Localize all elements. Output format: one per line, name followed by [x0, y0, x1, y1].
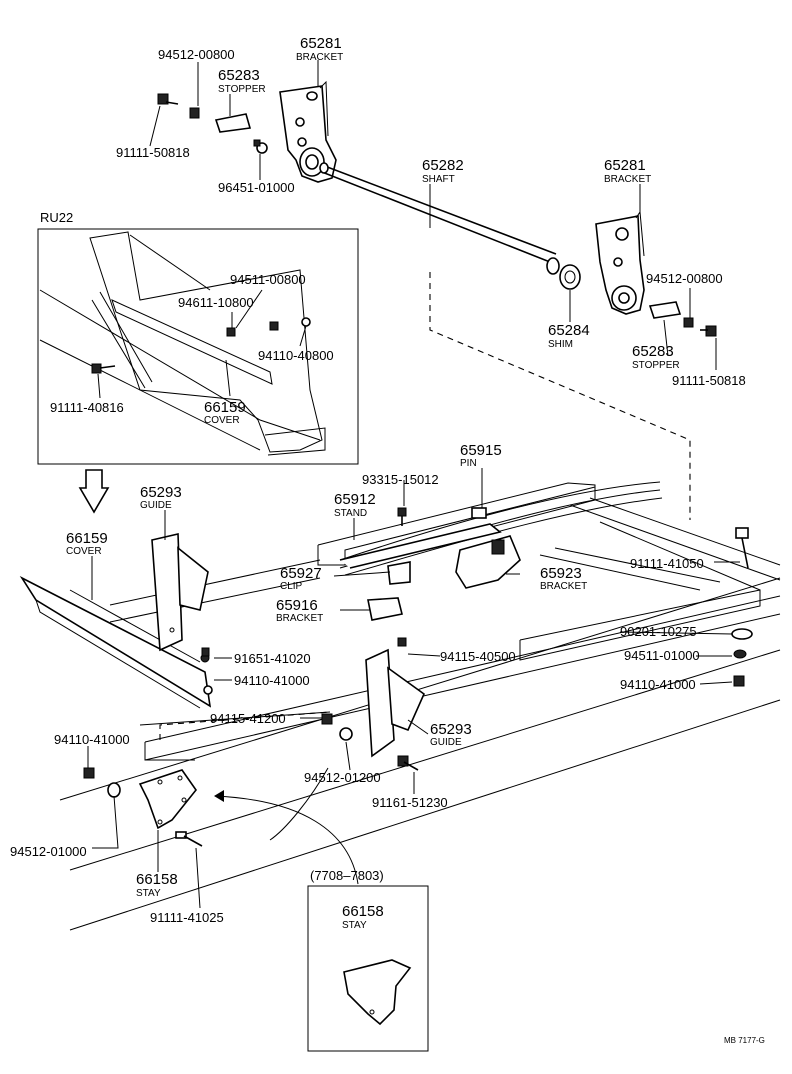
- name-shim: SHIM: [548, 339, 573, 350]
- name-cover-inset: COVER: [204, 415, 240, 426]
- shaft: [319, 162, 581, 290]
- label-94611-10800: 94611-10800: [178, 295, 254, 310]
- label-65923: 65923: [540, 565, 582, 582]
- label-94511-00800: 94511-00800: [230, 272, 306, 287]
- footer-code: MB 7177-G: [724, 1036, 765, 1045]
- bracket-right-assembly: [595, 210, 717, 337]
- label-94512-00800-b: 94512-00800: [646, 271, 723, 286]
- label-91111-41050: 91111-41050: [630, 556, 704, 571]
- leader-lines: [87, 60, 740, 909]
- cover-66159: [19, 575, 212, 709]
- name-clip: CLIP: [280, 581, 303, 592]
- label-65293-b: 65293: [430, 721, 472, 738]
- name-pin: PIN: [460, 458, 477, 469]
- name-stay-a: STAY: [136, 888, 161, 899]
- label-94512-00800-a: 94512-00800: [158, 47, 235, 62]
- stay-66158: [83, 767, 203, 847]
- label-91161-51230: 91161-51230: [372, 795, 448, 810]
- down-arrow-icon: [78, 469, 110, 514]
- name-bracket-d: BRACKET: [276, 613, 323, 624]
- label-94110-40800: 94110-40800: [258, 348, 334, 363]
- name-cover: COVER: [66, 546, 102, 557]
- label-66158-a: 66158: [136, 871, 178, 888]
- label-91111-41025: 91111-41025: [150, 910, 224, 925]
- label-94110-41000-b: 94110-41000: [620, 677, 696, 692]
- inset-ru22-labels: RU22 94511-00800 94611-10800 94110-40800…: [40, 210, 334, 426]
- name-guide-b: GUIDE: [430, 737, 462, 748]
- label-93315-15012: 93315-15012: [362, 472, 439, 487]
- name-stopper-a: STOPPER: [218, 84, 266, 95]
- label-65927: 65927: [280, 565, 322, 582]
- inset-stay-title: (7708–7803): [310, 868, 384, 883]
- name-stand: STAND: [334, 508, 367, 519]
- label-91111-50818-a: 91111-50818: [116, 145, 190, 160]
- label-94512-01200: 94512-01200: [304, 770, 381, 785]
- label-94511-01000: 94511-01000: [624, 648, 700, 663]
- label-91111-40816: 91111-40816: [50, 400, 124, 415]
- chassis-frame: [59, 272, 781, 931]
- label-94512-01000: 94512-01000: [10, 844, 87, 859]
- label-65281-a: 65281: [300, 35, 342, 52]
- label-65915: 65915: [460, 442, 502, 459]
- name-stopper-b: STOPPER: [632, 360, 680, 371]
- name-stay-b: STAY: [342, 920, 367, 931]
- label-65283-a: 65283: [218, 67, 260, 84]
- label-66159: 66159: [66, 530, 108, 547]
- label-65912: 65912: [334, 491, 376, 508]
- label-94110-41000-a: 94110-41000: [234, 673, 310, 688]
- label-91651-41020: 91651-41020: [234, 651, 311, 666]
- bracket-left-assembly: [157, 80, 337, 183]
- label-91111-50818-b: 91111-50818: [672, 373, 746, 388]
- label-90201-10275: 90201-10275: [620, 624, 697, 639]
- center-parts: [339, 507, 753, 687]
- label-66158-b: 66158: [342, 903, 384, 920]
- arrowhead-icon: [214, 790, 224, 802]
- curved-arrow-icon: [214, 795, 359, 885]
- label-65281-b: 65281: [604, 157, 646, 174]
- name-shaft: SHAFT: [422, 174, 455, 185]
- inset-stay-labels: (7708–7803) 66158 STAY: [310, 868, 384, 931]
- name-bracket-c: BRACKET: [540, 581, 587, 592]
- label-65916: 65916: [276, 597, 318, 614]
- inset-ru22-title: RU22: [40, 210, 73, 225]
- label-65282: 65282: [422, 157, 464, 174]
- name-guide-a: GUIDE: [140, 500, 172, 511]
- label-96451-01000: 96451-01000: [218, 180, 295, 195]
- name-bracket-b: BRACKET: [604, 174, 651, 185]
- label-94115-41200: 94115-41200: [210, 711, 286, 726]
- inset-stay: [269, 767, 429, 1052]
- label-65293-a: 65293: [140, 484, 182, 501]
- label-94110-41000-c: 94110-41000: [54, 732, 130, 747]
- label-94115-40500: 94115-40500: [440, 649, 516, 664]
- guide-left: [151, 533, 213, 695]
- name-bracket-a: BRACKET: [296, 52, 343, 63]
- guide-right: [321, 648, 425, 771]
- label-65284: 65284: [548, 322, 590, 339]
- inset-ru22: [37, 228, 359, 465]
- label-66159-inset: 66159: [204, 399, 246, 416]
- part-labels: 94512-00800 65281 BRACKET 65283 STOPPER …: [10, 35, 746, 925]
- label-65283-b: 65283: [632, 343, 674, 360]
